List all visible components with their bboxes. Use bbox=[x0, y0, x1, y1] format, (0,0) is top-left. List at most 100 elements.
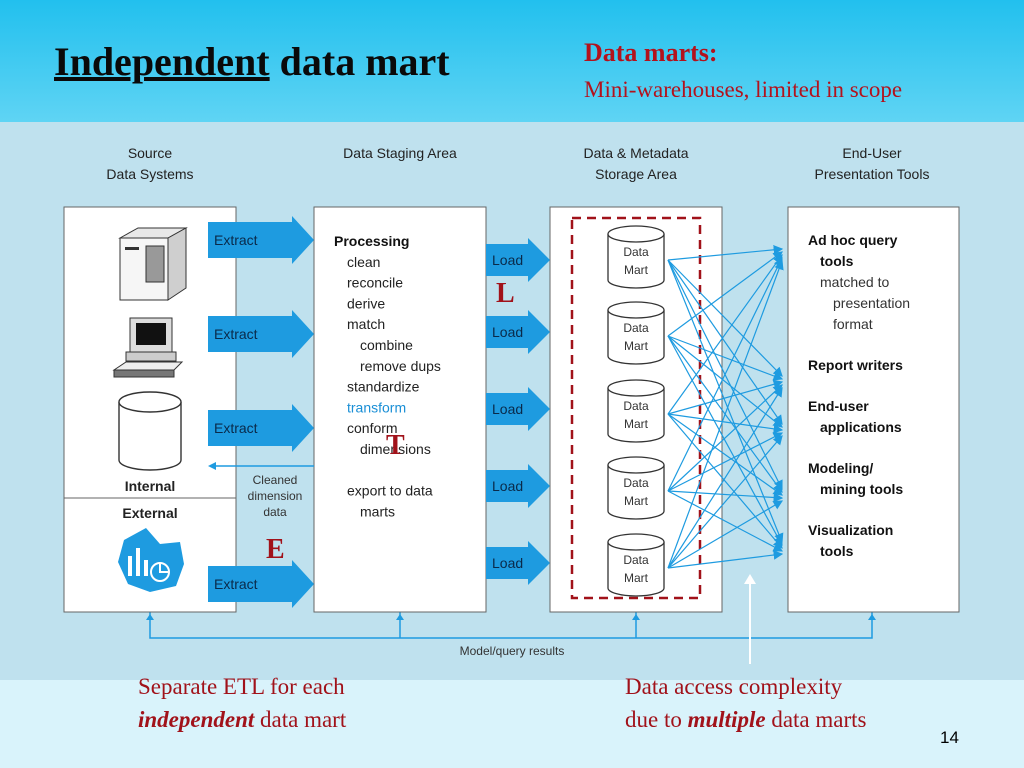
connection-line bbox=[667, 379, 784, 415]
load-arrow-2: Load bbox=[486, 310, 550, 354]
tool-item: Visualization bbox=[808, 522, 893, 538]
tool-subitem: format bbox=[833, 316, 873, 332]
connection-line bbox=[667, 335, 784, 381]
mart-label-mart: Mart bbox=[624, 263, 649, 277]
tool-item: applications bbox=[820, 419, 902, 435]
mart-label-data: Data bbox=[623, 399, 649, 413]
mart-label-mart: Mart bbox=[624, 494, 649, 508]
internal-label: Internal bbox=[125, 478, 176, 494]
bottom-left-em: independent bbox=[138, 707, 255, 732]
mart-label-data: Data bbox=[623, 321, 649, 335]
mart-label-mart: Mart bbox=[624, 339, 649, 353]
slide-header bbox=[0, 0, 1024, 122]
tool-item: tools bbox=[820, 543, 854, 559]
staging-item: reconcile bbox=[347, 275, 403, 291]
tools-box bbox=[787, 206, 960, 613]
bottom-left-note: Separate ETL for each independent data m… bbox=[138, 670, 346, 736]
load-arrow-1-label: Load bbox=[492, 252, 523, 268]
connection-line bbox=[667, 259, 784, 569]
connection-line bbox=[667, 256, 783, 492]
external-chart-icon bbox=[118, 528, 184, 592]
staging-box bbox=[313, 206, 487, 613]
load-arrow-2-label: Load bbox=[492, 324, 523, 340]
load-arrow-4-label: Load bbox=[492, 478, 523, 494]
bottom-left-line1: Separate ETL for each bbox=[138, 674, 345, 699]
connection-line bbox=[667, 254, 783, 415]
data-marts-boundary bbox=[570, 216, 702, 600]
connection-line bbox=[667, 384, 783, 492]
connection-line bbox=[667, 550, 784, 569]
feedback-label: Model/query results bbox=[460, 644, 565, 658]
tool-subitem: presentation bbox=[833, 295, 910, 311]
bottom-right-em: multiple bbox=[687, 707, 766, 732]
extract-arrow-1-label: Extract bbox=[214, 232, 258, 248]
staging-item: export to data bbox=[347, 483, 433, 499]
connection-line bbox=[667, 259, 784, 544]
mart-label-mart: Mart bbox=[624, 571, 649, 585]
letter-e: E bbox=[266, 534, 285, 565]
load-arrow-1: Load bbox=[486, 238, 550, 282]
connection-line bbox=[667, 490, 784, 552]
connection-line bbox=[667, 432, 784, 492]
connection-line bbox=[667, 386, 783, 569]
bottom-left-rest: data mart bbox=[254, 707, 347, 732]
bottom-left-line2: independent data mart bbox=[138, 703, 346, 736]
connection-line bbox=[667, 245, 784, 261]
cleaned-label-3: data bbox=[263, 505, 287, 519]
mart-label-data: Data bbox=[623, 553, 649, 567]
cleaned-label-1: Cleaned bbox=[253, 473, 298, 487]
feedback-loop bbox=[146, 612, 876, 639]
callout-heading: Data marts: bbox=[584, 38, 718, 67]
extract-arrow-2-label: Extract bbox=[214, 326, 258, 342]
mart-label-data: Data bbox=[623, 245, 649, 259]
col-header-tools-2: Presentation Tools bbox=[815, 166, 930, 182]
external-label: External bbox=[122, 505, 177, 521]
staging-item: clean bbox=[347, 254, 380, 270]
mart-label-data: Data bbox=[623, 476, 649, 490]
page-number: 14 bbox=[940, 728, 959, 747]
letter-l: L bbox=[496, 278, 515, 309]
connection-line bbox=[667, 335, 783, 547]
title-underlined: Independent bbox=[54, 39, 270, 84]
col-header-source-2: Data Systems bbox=[106, 166, 193, 182]
connection-line bbox=[667, 251, 783, 337]
mart-label-mart: Mart bbox=[624, 417, 649, 431]
bottom-right-line1: Data access complexity bbox=[625, 674, 843, 699]
connection-line bbox=[667, 335, 783, 428]
server-icon bbox=[118, 227, 188, 301]
load-arrow-3-label: Load bbox=[492, 401, 523, 417]
bottom-right-rest: data marts bbox=[765, 707, 867, 732]
staging-item: dimensions bbox=[360, 441, 431, 457]
staging-item: transform bbox=[347, 399, 406, 415]
staging-item: remove dups bbox=[360, 358, 441, 374]
staging-item: combine bbox=[360, 337, 413, 353]
extract-arrow-4-label: Extract bbox=[214, 576, 258, 592]
callout-subtitle: Mini-warehouses, limited in scope bbox=[584, 77, 903, 102]
load-arrow-5-label: Load bbox=[492, 555, 523, 571]
col-header-staging: Data Staging Area bbox=[343, 145, 457, 161]
database-icon bbox=[118, 391, 182, 471]
tool-item: Modeling/ bbox=[808, 460, 873, 476]
access-arrow bbox=[744, 574, 756, 664]
connection-line bbox=[667, 490, 784, 503]
load-arrow-5: Load bbox=[486, 541, 550, 585]
computer-icon bbox=[112, 317, 184, 378]
extract-arrow-3-label: Extract bbox=[214, 420, 258, 436]
slide-title: Independent data mart bbox=[54, 38, 450, 85]
connection-line bbox=[667, 259, 783, 377]
col-header-storage-1: Data & Metadata bbox=[583, 145, 688, 161]
cleaned-dimension-arrow bbox=[208, 462, 314, 470]
tool-item: mining tools bbox=[820, 481, 903, 497]
staging-item: match bbox=[347, 316, 385, 332]
col-header-tools-1: End-User bbox=[842, 145, 901, 161]
tool-item: Ad hoc query bbox=[808, 232, 898, 248]
